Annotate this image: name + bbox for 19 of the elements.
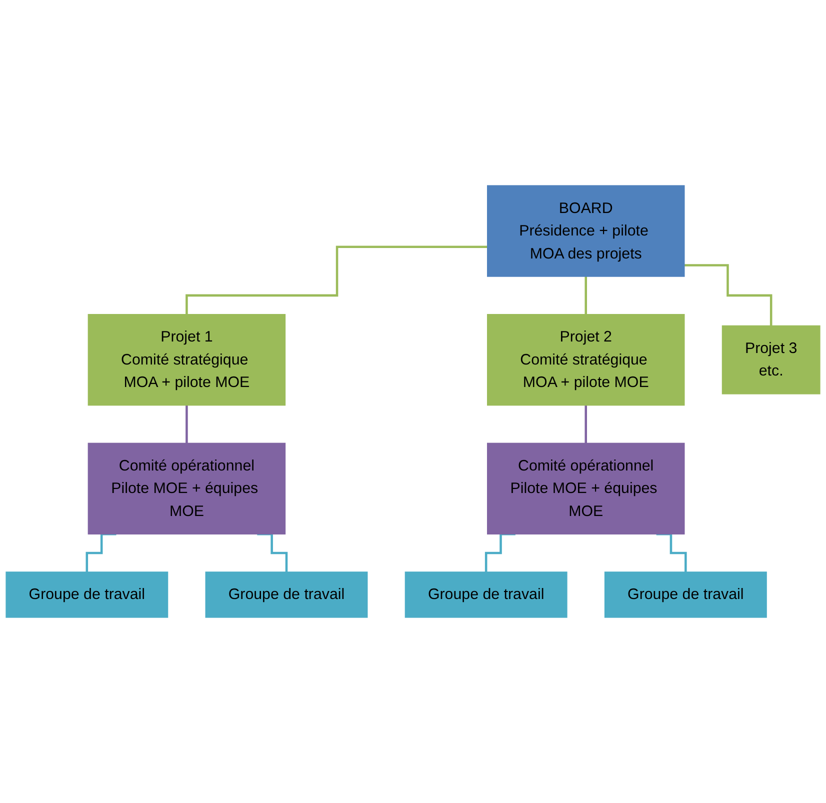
node-box: BOARD Présidence + pilote MOA des projets — [487, 185, 685, 277]
connector — [484, 532, 516, 574]
node-box: Groupe de travail — [6, 572, 168, 618]
node-box: Groupe de travail — [205, 572, 368, 618]
connector — [186, 404, 188, 444]
connector — [584, 404, 587, 444]
node-box: Comité opérationnel Pilote MOE + équipes MOE — [88, 442, 286, 534]
node-box: Projet 2 Comité stratégique MOA + pilote MOE — [487, 314, 685, 406]
node-box: Projet 3 etc. — [722, 325, 820, 394]
connector — [186, 246, 488, 316]
node-box: Comité opérationnel Pilote MOE + équipes MOE — [487, 442, 685, 534]
connector — [86, 532, 116, 574]
connector — [584, 275, 587, 316]
node-box: Projet 1 Comité stratégique MOA + pilote MOE — [88, 314, 286, 406]
node-box: Groupe de travail — [404, 572, 568, 618]
node-box: Groupe de travail — [604, 572, 767, 618]
connector — [656, 532, 687, 574]
connector — [257, 532, 288, 574]
connector — [684, 264, 772, 327]
